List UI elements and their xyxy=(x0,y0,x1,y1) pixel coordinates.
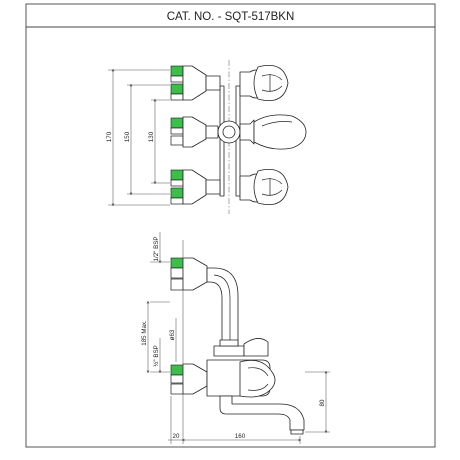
side-diverter-lever xyxy=(243,338,269,357)
riser-pipe-inner xyxy=(213,274,231,346)
dim-label-lower-bsp: ½" BSP xyxy=(153,345,160,366)
dim-label-130: 130 xyxy=(148,131,155,142)
lower-handle-detail xyxy=(261,178,283,196)
side-handle-knob xyxy=(239,359,276,398)
middle-inlet-cap xyxy=(170,127,184,135)
side-upper-inlet-green-band xyxy=(170,257,184,269)
side-diverter-collar xyxy=(213,345,245,357)
side-upper-inlet-cap xyxy=(170,267,184,279)
dim-label-160: 160 xyxy=(235,433,246,440)
lower-valve-assembly xyxy=(170,168,289,206)
middle-inlet-green-band xyxy=(170,117,184,129)
dim-label-20: 20 xyxy=(173,433,180,440)
lower-inlet-green-band xyxy=(170,169,184,181)
lower-inlet-cap xyxy=(170,179,184,187)
upper-flange xyxy=(182,65,207,101)
lower-flange xyxy=(182,169,207,205)
middle-inlet-cap-2 xyxy=(170,135,184,146)
side-upper-inlet-cap-2 xyxy=(170,278,184,291)
middle-connector xyxy=(205,125,219,139)
side-lower-inlet-green-band xyxy=(170,364,184,376)
upper-valve-assembly xyxy=(170,64,289,102)
middle-diverter-assembly xyxy=(170,114,307,150)
top-view: 170 150 130 xyxy=(106,60,307,214)
manifold-pipe-left xyxy=(219,85,225,197)
upper-handle-knob xyxy=(253,64,289,102)
upper-inlet-cap-2 xyxy=(170,93,184,101)
lower-inlet-green-band-2 xyxy=(170,187,184,199)
drawing-border xyxy=(25,3,436,448)
upper-elbow xyxy=(205,75,221,91)
side-view: 1/2" BSP 185 Max. ½" BSP ø63 80 20 160 xyxy=(141,232,330,444)
lower-inlet-cap-2 xyxy=(170,197,184,205)
dim-label-170: 170 xyxy=(106,131,113,142)
dim-label-150: 150 xyxy=(124,131,131,142)
middle-body-right xyxy=(239,119,255,145)
side-lower-flange xyxy=(182,363,208,395)
manifold-pipe-right xyxy=(235,85,241,197)
side-upper-flange xyxy=(182,257,208,291)
middle-flange xyxy=(182,116,207,148)
side-lower-inlet-cap xyxy=(170,374,184,384)
side-handle-detail xyxy=(247,367,269,391)
spout-lever-paddle xyxy=(253,114,307,150)
side-diverter-cap xyxy=(219,339,239,347)
upper-inlet-green-band-2 xyxy=(170,83,184,95)
lower-elbow xyxy=(205,179,221,195)
dim-label-80: 80 xyxy=(319,399,326,406)
diverter-ring-inner xyxy=(222,125,236,139)
lower-handle-knob xyxy=(253,168,289,206)
dim-label-upper-bsp: 1/2" BSP xyxy=(153,237,160,262)
spout-lever-shading xyxy=(261,121,293,127)
spout-outlet-tip xyxy=(290,429,304,435)
riser-pipe xyxy=(206,267,239,347)
dim-label-diameter: ø63 xyxy=(169,329,176,340)
catalog-number-title: CAT. NO. - SQT-517BKN xyxy=(167,11,295,23)
upper-handle-detail xyxy=(261,74,283,92)
dim-label-185-max: 185 Max. xyxy=(141,320,148,346)
bath-spout xyxy=(219,395,305,431)
upper-inlet-cap xyxy=(170,75,184,83)
upper-inlet-green-band xyxy=(170,65,184,77)
side-lower-inlet-cap-2 xyxy=(170,383,184,395)
